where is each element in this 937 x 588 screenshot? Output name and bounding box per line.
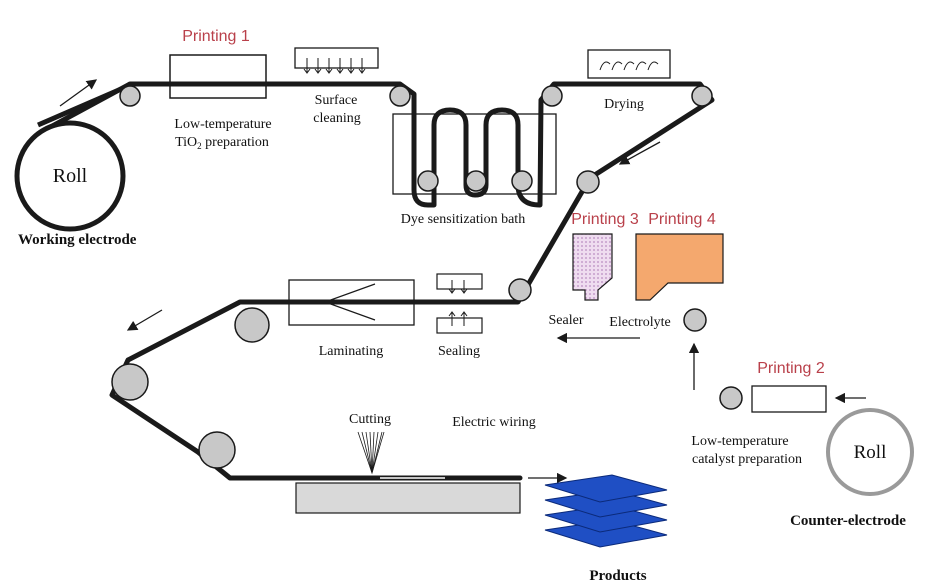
printing-1-box [169, 54, 267, 99]
sealer-shape [572, 233, 613, 301]
electric-wiring-label: Electric wiring [452, 415, 536, 430]
roll-working-label: Roll [53, 165, 88, 187]
working-roll-tangent [37, 83, 129, 128]
electrolyte-label: Electrolyte [609, 315, 670, 330]
low-temp-tio2-label-line2: TiO2 preparation [175, 135, 269, 151]
roller [541, 85, 563, 107]
low-temp-catalyst-label-line1: Low-temperature [691, 434, 788, 449]
laminating-box [288, 279, 415, 326]
roll-counter-label: Roll [854, 442, 887, 463]
printing-2-label: Printing 2 [757, 360, 825, 377]
printing-2-box [751, 385, 827, 413]
roller [576, 170, 600, 194]
rollers [111, 85, 743, 469]
return-arrow [618, 141, 661, 165]
roller [691, 85, 713, 107]
printing-4-label: Printing 4 [648, 211, 716, 228]
dye-bath-box [392, 113, 557, 195]
roller [234, 307, 270, 343]
working-electrode-label: Working electrode [18, 232, 137, 248]
roller [198, 431, 236, 469]
sealing-top-box [436, 273, 483, 290]
roller [683, 308, 707, 332]
roller [119, 85, 141, 107]
sealing-down-arrows-icon [448, 280, 468, 294]
laminating-label: Laminating [319, 344, 384, 359]
drying-heater-icon [599, 61, 659, 71]
feed-arrow [59, 79, 98, 107]
sealing-label: Sealing [438, 344, 480, 359]
sealing-up-arrows-icon [448, 311, 468, 326]
cutting-table [295, 482, 521, 514]
roller [417, 170, 439, 192]
laminating-wedge-icon [323, 283, 376, 321]
roller [508, 278, 532, 302]
sealing-bottom-box [436, 317, 483, 334]
low-temp-catalyst-label-line2: catalyst preparation [692, 452, 802, 467]
counter-electrode-roll [826, 408, 914, 496]
dye-bath-label: Dye sensitization bath [401, 212, 525, 227]
cutting-label: Cutting [349, 412, 391, 427]
electrolyte-shape [635, 233, 724, 301]
sealer-label: Sealer [549, 313, 584, 328]
printing-3-label: Printing 3 [571, 211, 639, 228]
surface-cleaning-box [294, 47, 379, 69]
products-label: Products [589, 568, 646, 584]
counter-electrode-label: Counter-electrode [790, 513, 906, 529]
working-electrode-roll [14, 120, 126, 232]
printing-1-label: Printing 1 [182, 28, 250, 45]
cutting-blade-icon [357, 431, 385, 475]
lower-return-arrow [126, 309, 163, 331]
roller [719, 386, 743, 410]
surface-cleaning-label-line2: cleaning [313, 111, 360, 126]
drying-box [587, 49, 671, 79]
roller [465, 170, 487, 192]
surface-cleaning-label-line1: Surface [315, 93, 358, 108]
low-temp-tio2-label-line1: Low-temperature [174, 117, 271, 132]
roller [389, 85, 411, 107]
cleaning-arrows-icon [303, 58, 366, 74]
roller [511, 170, 533, 192]
roller [111, 363, 149, 401]
products-stack-icon [544, 474, 668, 548]
drying-label: Drying [604, 97, 644, 112]
